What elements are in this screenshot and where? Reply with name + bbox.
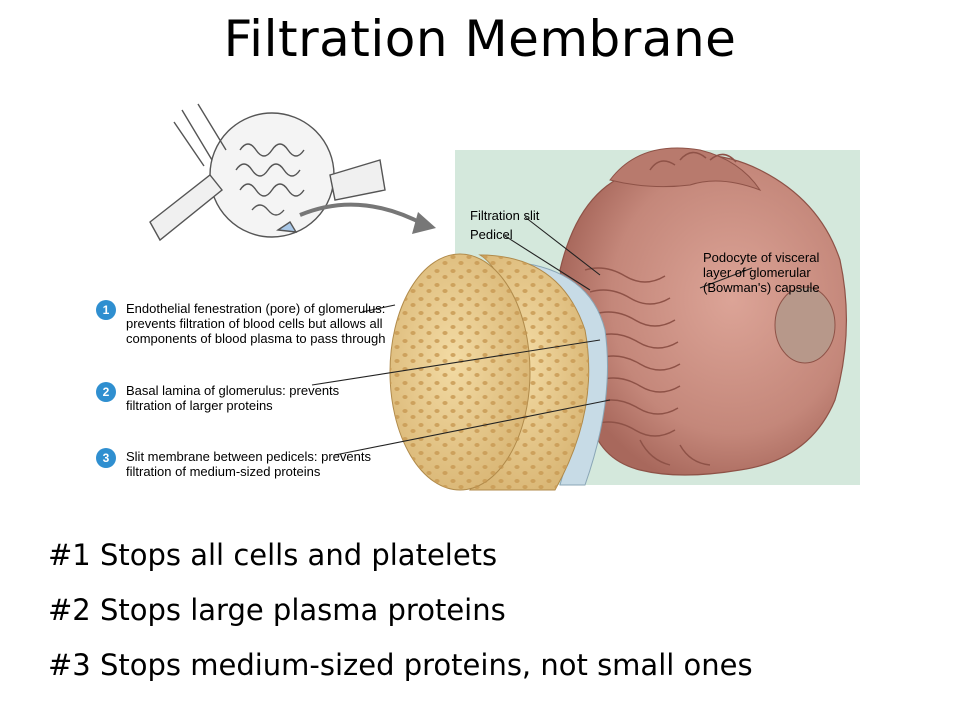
bullet-item-1: #1 Stops all cells and platelets [48, 538, 498, 572]
legend-text: Endothelial fenestration (pore) of glome… [126, 301, 386, 346]
legend-number-badge: 3 [96, 448, 116, 468]
legend-text: Basal lamina of glomerulus: prevents fil… [126, 383, 340, 413]
callout-podocyte-line-3: (Bowman's) capsule [703, 280, 820, 295]
callout-pedicel: Pedicel [470, 227, 513, 242]
slide-title: Filtration Membrane [223, 10, 737, 68]
legend-number-badge: 2 [96, 382, 116, 402]
callout-podocyte-line-1: Podocyte of visceral [703, 250, 820, 265]
pointer-arrow [299, 202, 426, 227]
legend-text: Slit membrane between pedicels: prevents… [126, 449, 371, 479]
legend-number-badge: 1 [96, 300, 116, 320]
bullet-list: #1 Stops all cells and platelets #2 Stop… [48, 528, 928, 693]
callout-podocyte-line-2: layer of glomerular [703, 265, 811, 280]
bullet-item-2: #2 Stops large plasma proteins [48, 593, 506, 627]
leader-lines [311, 216, 753, 456]
callout-filtration-slit: Filtration slit [470, 208, 540, 223]
bullet-item-3: #3 Stops medium-sized proteins, not smal… [48, 648, 753, 682]
glomerulus-sketch [149, 103, 386, 242]
podocyte-illustration [559, 147, 848, 476]
callout-podocyte: Podocyte of visceral layer of glomerular… [703, 250, 820, 295]
endothelium-illustration [389, 253, 590, 491]
